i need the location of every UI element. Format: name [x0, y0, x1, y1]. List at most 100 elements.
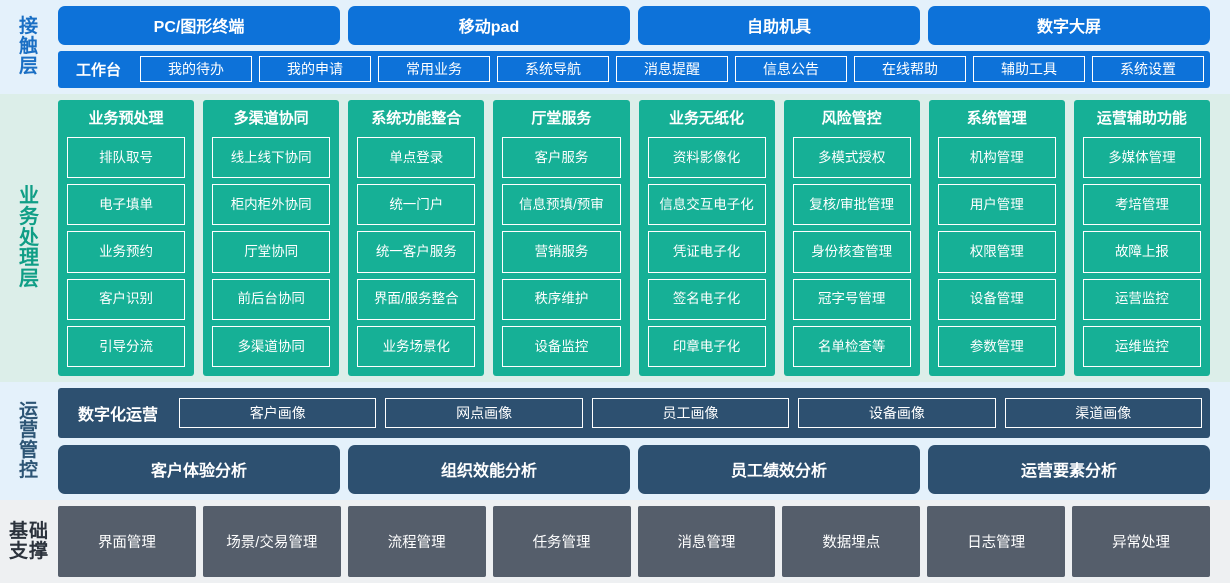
analysis-customer-experience[interactable]: 客户体验分析 [58, 444, 340, 494]
portrait-customer[interactable]: 客户画像 [179, 397, 377, 428]
column-title: 业务无纸化 [669, 110, 745, 127]
analysis-row: 客户体验分析 组织效能分析 员工绩效分析 运营要素分析 [58, 444, 1210, 494]
foundation-item-scenario-transaction[interactable]: 场景/交易管理 [202, 506, 341, 577]
analysis-organizational-efficiency[interactable]: 组织效能分析 [348, 444, 630, 494]
business-item[interactable]: 冠字号管理 [792, 278, 911, 320]
foundation-item-process-management[interactable]: 流程管理 [347, 506, 486, 577]
touch-layer: 接触层 PC/图形终端 移动pad 自助机具 数字大屏 工作台 我的待办 我的申… [0, 0, 1230, 94]
column-title: 业务预处理 [88, 110, 164, 127]
analysis-employee-performance[interactable]: 员工绩效分析 [638, 444, 920, 494]
business-item[interactable]: 秩序维护 [502, 278, 621, 320]
workbench-item-announcement[interactable]: 信息公告 [735, 56, 848, 83]
business-item[interactable]: 用户管理 [937, 184, 1056, 226]
touch-layer-label: 接触层 [0, 6, 58, 88]
business-column-system-integration: 系统功能整合 单点登录 统一门户 统一客户服务 界面/服务整合 业务场景化 [348, 100, 485, 376]
business-item[interactable]: 权限管理 [937, 231, 1056, 273]
business-item[interactable]: 客户识别 [67, 278, 186, 320]
channel-digital-screen[interactable]: 数字大屏 [928, 6, 1210, 45]
workbench-title: 工作台 [76, 61, 122, 79]
workbench-item-my-todo[interactable]: 我的待办 [140, 56, 253, 83]
business-item[interactable]: 厅堂协同 [212, 231, 331, 273]
column-title: 系统功能整合 [371, 110, 462, 127]
business-item[interactable]: 单点登录 [357, 137, 476, 179]
foundation-item-ui-management[interactable]: 界面管理 [58, 506, 196, 577]
business-column-hall-service: 厅堂服务 客户服务 信息预填/预审 营销服务 秩序维护 设备监控 [493, 100, 630, 376]
business-item[interactable]: 运维监控 [1082, 325, 1201, 368]
business-item[interactable]: 统一客户服务 [357, 231, 476, 273]
business-item[interactable]: 故障上报 [1082, 231, 1201, 273]
foundation-layer-label: 基础支撑 [0, 506, 58, 577]
business-item[interactable]: 营销服务 [502, 231, 621, 273]
portrait-employee[interactable]: 员工画像 [591, 397, 790, 428]
business-item[interactable]: 线上线下协同 [212, 137, 331, 179]
business-item[interactable]: 参数管理 [937, 325, 1056, 368]
business-item[interactable]: 凭证电子化 [647, 231, 766, 273]
column-title: 系统管理 [966, 110, 1027, 127]
workbench-item-system-settings[interactable]: 系统设置 [1092, 56, 1205, 83]
foundation-layer-body: 界面管理 场景/交易管理 流程管理 任务管理 消息管理 数据埋点 日志管理 异常… [58, 506, 1230, 577]
business-item[interactable]: 多渠道协同 [212, 325, 331, 368]
operations-layer: 运营管控 数字化运营 客户画像 网点画像 员工画像 设备画像 渠道画像 客户体验… [0, 382, 1230, 500]
business-layer-label-text: 业务处理层 [19, 185, 40, 291]
business-item[interactable]: 柜内柜外协同 [212, 184, 331, 226]
business-item[interactable]: 名单检查等 [792, 325, 911, 368]
business-item[interactable]: 设备管理 [937, 278, 1056, 320]
channel-mobile-pad[interactable]: 移动pad [348, 6, 630, 45]
digital-operations-title: 数字化运营 [78, 406, 159, 424]
business-item[interactable]: 考培管理 [1082, 184, 1201, 226]
business-item[interactable]: 业务场景化 [357, 325, 476, 368]
operations-layer-body: 数字化运营 客户画像 网点画像 员工画像 设备画像 渠道画像 客户体验分析 组织… [58, 388, 1230, 494]
channel-row: PC/图形终端 移动pad 自助机具 数字大屏 [58, 6, 1210, 45]
business-item[interactable]: 业务预约 [67, 231, 186, 273]
business-item[interactable]: 资料影像化 [647, 137, 766, 179]
business-item[interactable]: 签名电子化 [647, 278, 766, 320]
business-item[interactable]: 信息交互电子化 [647, 184, 766, 226]
column-title: 风险管控 [821, 110, 882, 127]
channel-self-service[interactable]: 自助机具 [638, 6, 920, 45]
digital-operations-row: 数字化运营 客户画像 网点画像 员工画像 设备画像 渠道画像 [58, 388, 1210, 438]
business-item[interactable]: 排队取号 [67, 137, 186, 179]
foundation-item-data-tracking[interactable]: 数据埋点 [782, 506, 921, 577]
business-layer-label: 业务处理层 [0, 100, 58, 376]
business-column-operation-support: 运营辅助功能 多媒体管理 考培管理 故障上报 运营监控 运维监控 [1073, 100, 1210, 376]
business-item[interactable]: 界面/服务整合 [357, 278, 476, 320]
touch-layer-body: PC/图形终端 移动pad 自助机具 数字大屏 工作台 我的待办 我的申请 常用… [58, 6, 1230, 88]
business-item[interactable]: 客户服务 [502, 137, 621, 179]
touch-layer-label-text: 接触层 [19, 16, 40, 77]
business-item[interactable]: 前后台协同 [212, 278, 331, 320]
foundation-item-log-management[interactable]: 日志管理 [927, 506, 1066, 577]
foundation-item-exception-handling[interactable]: 异常处理 [1072, 506, 1210, 577]
portrait-channel[interactable]: 渠道画像 [1004, 397, 1202, 428]
workbench-item-my-application[interactable]: 我的申请 [259, 56, 372, 83]
business-item[interactable]: 复核/审批管理 [792, 184, 911, 226]
channel-pc[interactable]: PC/图形终端 [58, 6, 340, 45]
workbench-item-common-business[interactable]: 常用业务 [378, 56, 491, 83]
workbench-item-auxiliary-tools[interactable]: 辅助工具 [973, 56, 1086, 83]
workbench-row: 工作台 我的待办 我的申请 常用业务 系统导航 消息提醒 信息公告 在线帮助 辅… [58, 50, 1210, 88]
portrait-branch[interactable]: 网点画像 [385, 397, 583, 428]
portrait-device[interactable]: 设备画像 [798, 397, 996, 428]
business-item[interactable]: 信息预填/预审 [502, 184, 621, 226]
business-item[interactable]: 设备监控 [502, 325, 621, 368]
operations-layer-label-text: 运营管控 [19, 400, 40, 481]
business-layer-body: 业务预处理 排队取号 电子填单 业务预约 客户识别 引导分流 多渠道协同 线上线… [58, 100, 1230, 376]
workbench-item-online-help[interactable]: 在线帮助 [854, 56, 967, 83]
business-item[interactable]: 印章电子化 [647, 325, 766, 368]
business-column-multichannel: 多渠道协同 线上线下协同 柜内柜外协同 厅堂协同 前后台协同 多渠道协同 [203, 100, 340, 376]
column-title: 运营辅助功能 [1096, 110, 1187, 127]
workbench-item-message-reminder[interactable]: 消息提醒 [616, 56, 729, 83]
analysis-operation-factors[interactable]: 运营要素分析 [928, 444, 1210, 494]
foundation-item-message-management[interactable]: 消息管理 [637, 506, 776, 577]
business-item[interactable]: 多媒体管理 [1082, 137, 1201, 179]
business-item[interactable]: 电子填单 [67, 184, 186, 226]
business-item[interactable]: 身份核查管理 [792, 231, 911, 273]
foundation-layer: 基础支撑 界面管理 场景/交易管理 流程管理 任务管理 消息管理 数据埋点 日志… [0, 500, 1230, 583]
business-item[interactable]: 统一门户 [357, 184, 476, 226]
foundation-item-task-management[interactable]: 任务管理 [492, 506, 631, 577]
business-item[interactable]: 多模式授权 [792, 137, 911, 179]
workbench-item-system-navigation[interactable]: 系统导航 [497, 56, 610, 83]
business-item[interactable]: 引导分流 [67, 325, 186, 368]
foundation-layer-label-text: 基础支撑 [8, 520, 49, 562]
business-item[interactable]: 机构管理 [937, 137, 1056, 179]
business-item[interactable]: 运营监控 [1082, 278, 1201, 320]
